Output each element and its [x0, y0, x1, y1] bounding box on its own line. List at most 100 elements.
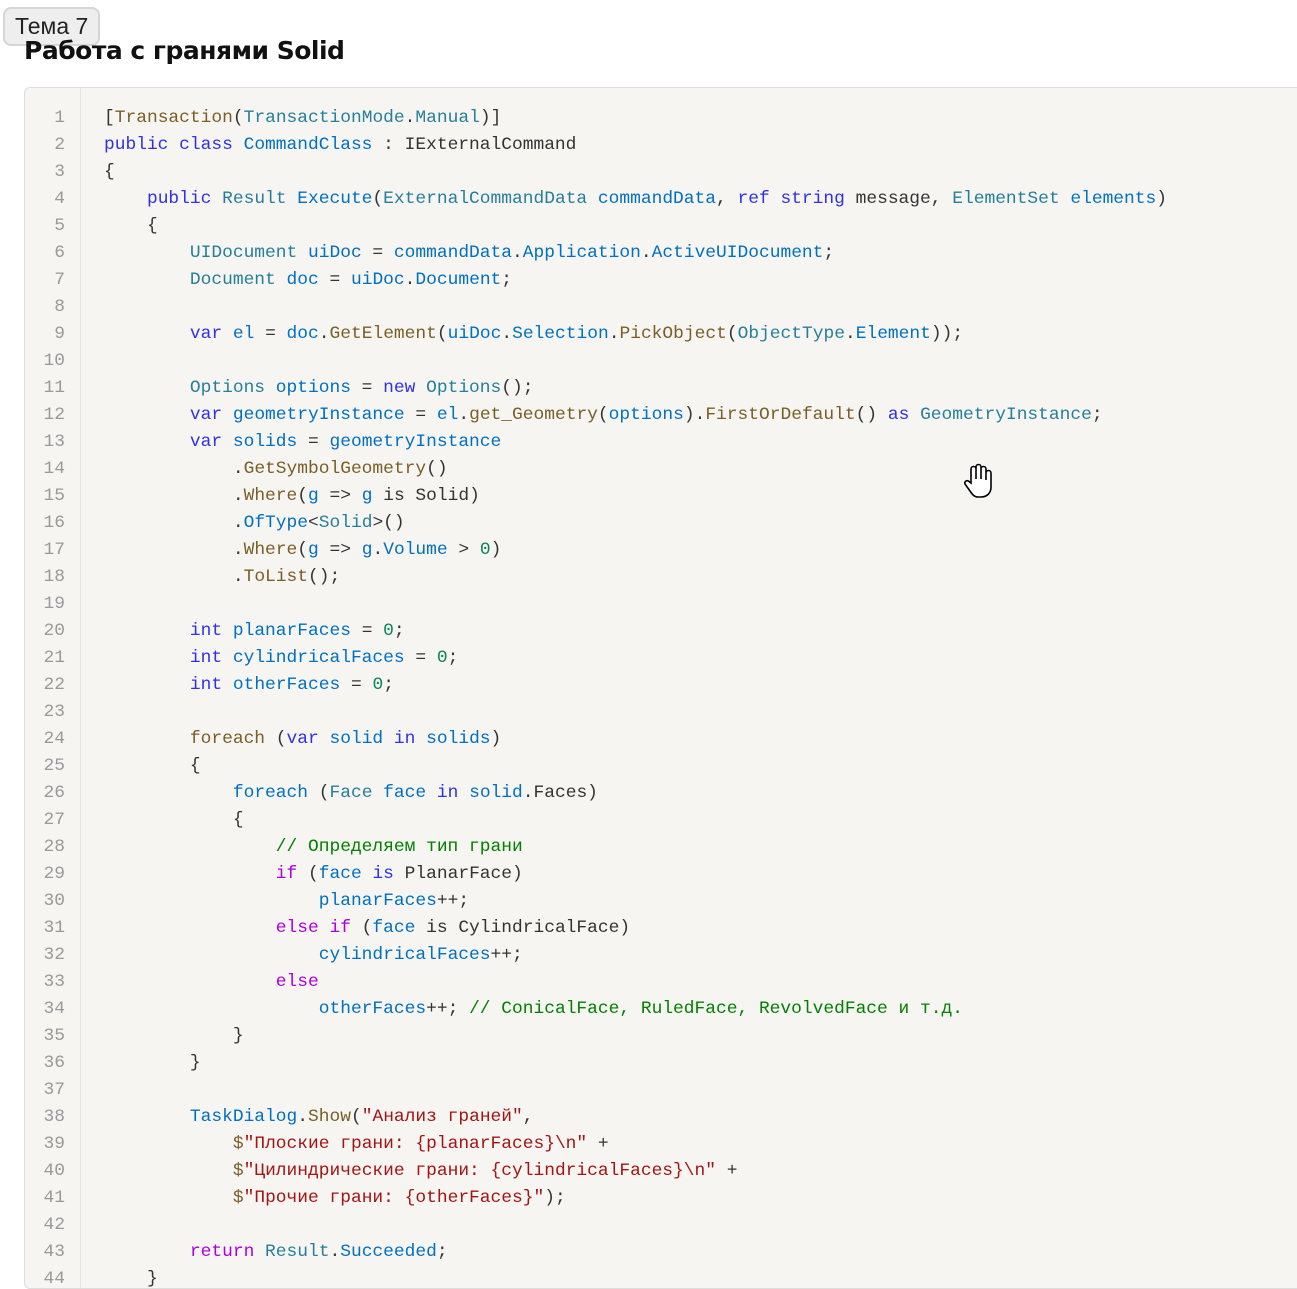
line-number: 23 [43, 702, 65, 722]
code-token: >() [372, 513, 405, 533]
code-token: . [501, 324, 513, 344]
code-token: = [297, 432, 330, 452]
code-token: } [104, 1053, 201, 1073]
code-token: (); [308, 567, 341, 587]
code-token: { [104, 162, 115, 182]
code-token: geometryInstance [232, 405, 405, 425]
code-line: $"Плоские грани: {planarFaces}\n" + [104, 1134, 609, 1154]
code-token: CommandClass [243, 135, 373, 155]
code-token: int [189, 621, 233, 641]
line-number: 39 [43, 1134, 65, 1154]
line-number: 10 [43, 351, 65, 371]
code-token: Selection [512, 324, 609, 344]
code-token: => [318, 540, 362, 560]
code-token: )] [479, 108, 502, 128]
line-number: 7 [54, 270, 65, 290]
code-token: cylindricalFaces [318, 945, 491, 965]
line-number: 36 [43, 1053, 65, 1073]
line-number: 33 [43, 972, 65, 992]
code-token: options [608, 405, 684, 425]
code-token: Transaction [114, 108, 233, 128]
code-line: int planarFaces = 0; [104, 621, 405, 641]
code-token: "Анализ граней" [361, 1107, 523, 1127]
code-line: .ToList(); [104, 567, 340, 587]
code-token: var [189, 324, 233, 344]
code-token: = [350, 378, 384, 398]
topic-badge[interactable]: Тема 7 [3, 7, 101, 46]
code-token [104, 918, 276, 938]
code-token: Document [189, 270, 287, 290]
code-line: UIDocument uiDoc = commandData.Applicati… [104, 243, 834, 263]
code-token: as [887, 405, 921, 425]
code-token: ( [726, 324, 738, 344]
code-token: uiDoc [308, 243, 362, 263]
code-token: g [361, 540, 373, 560]
code-token: planarFaces [232, 621, 351, 641]
code-token: var [189, 405, 233, 425]
code-token [104, 1188, 233, 1208]
code-token: in [436, 783, 470, 803]
code-line: { [104, 216, 158, 236]
code-token: else [275, 972, 319, 992]
code-token: ++; [426, 999, 470, 1019]
code-token: Element [855, 324, 931, 344]
line-number: 14 [43, 459, 65, 479]
code-token: ) [1156, 189, 1167, 209]
line-number: 42 [43, 1215, 65, 1235]
code-token: . [844, 324, 856, 344]
code-token: 0 [383, 621, 394, 641]
code-token: solids [232, 432, 298, 452]
code-token [104, 1107, 190, 1127]
code-token: + [587, 1134, 609, 1154]
line-number: 17 [43, 540, 65, 560]
code-token [104, 270, 190, 290]
code-line: if (face is PlanarFace) [104, 864, 523, 884]
code-line: public Result Execute(ExternalCommandDat… [104, 189, 1167, 209]
code-token: ( [350, 1107, 362, 1127]
code-token: ); [544, 1188, 566, 1208]
code-token: } [104, 1269, 158, 1289]
code-line: TaskDialog.Show("Анализ граней", [104, 1107, 534, 1127]
code-token: g [308, 540, 319, 560]
code-token: ( [436, 324, 448, 344]
code-line: // Определяем тип грани [104, 837, 523, 857]
code-line: Document doc = uiDoc.Document; [104, 270, 512, 290]
code-token: uiDoc [447, 324, 502, 344]
code-token: Result [222, 189, 298, 209]
code-token: ObjectType [737, 324, 845, 344]
code-token: // Определяем тип грани [275, 837, 523, 857]
code-token: + [715, 1161, 738, 1181]
code-token: planarFaces [318, 891, 437, 911]
code-token: = [318, 270, 351, 290]
code-token: = [404, 405, 437, 425]
code-token: Show [308, 1107, 351, 1127]
code-line: .Where(g => g.Volume > 0) [104, 540, 502, 560]
code-token [104, 324, 190, 344]
code-line: cylindricalFaces++; [104, 945, 523, 965]
code-token: options [275, 378, 351, 398]
line-number: 26 [43, 783, 65, 803]
code-token: ToList [243, 567, 308, 587]
code-token: . [404, 270, 416, 290]
code-token [104, 1242, 190, 1262]
code-line: } [104, 1053, 201, 1073]
code-token: is CylindricalFace) [426, 918, 631, 938]
code-token: doc [286, 324, 319, 344]
code-line: foreach (var solid in solids) [104, 729, 501, 749]
code-token: if [275, 864, 298, 884]
line-number: 22 [43, 675, 65, 695]
code-token: . [458, 405, 470, 425]
code-line: { [104, 810, 244, 830]
line-number: 25 [43, 756, 65, 776]
code-token: Options [426, 378, 502, 398]
code-token: () [426, 459, 448, 479]
code-token [104, 729, 190, 749]
code-token: ( [265, 729, 287, 749]
page-title: Работа с гранями Solid [24, 36, 345, 65]
code-token: Document [415, 270, 502, 290]
code-token: Manual [415, 108, 480, 128]
code-token: 0 [372, 675, 384, 695]
line-number: 19 [43, 594, 65, 614]
